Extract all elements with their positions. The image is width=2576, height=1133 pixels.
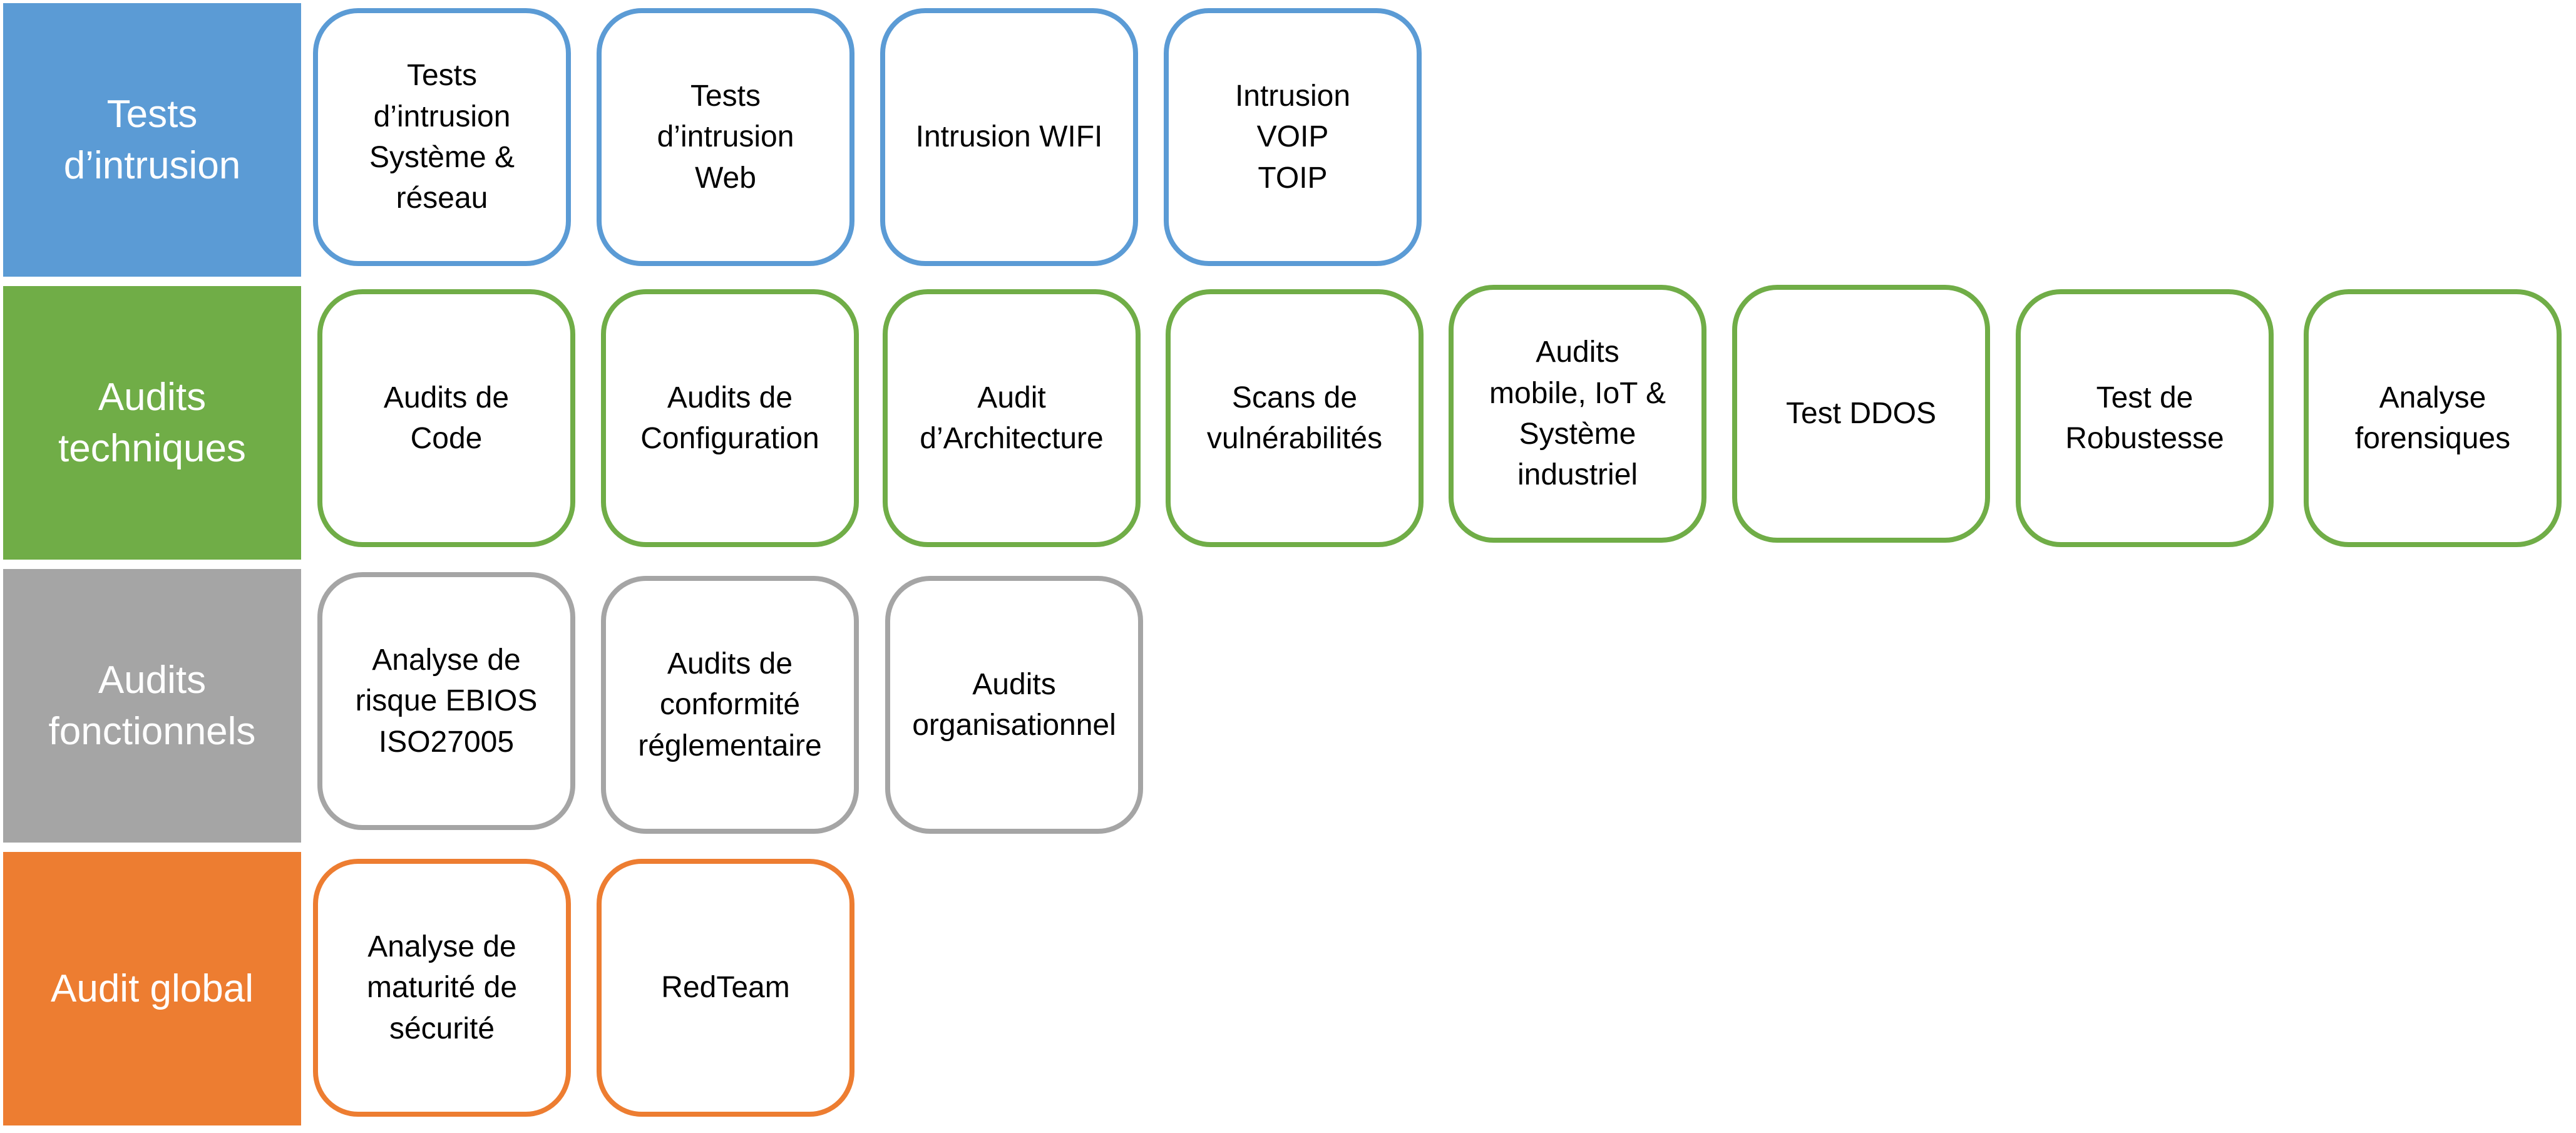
card-audits-organisationnel: Audits organisationnel	[885, 576, 1143, 834]
card-redteam: RedTeam	[597, 859, 854, 1117]
card-audits-de-configuration: Audits de Configuration	[601, 289, 859, 547]
card-test-ddos: Test DDOS	[1732, 285, 1990, 543]
card-intrusion-voip-toip: Intrusion VOIP TOIP	[1164, 8, 1422, 266]
card-analyse-forensiques: Analyse forensiques	[2304, 289, 2562, 547]
card-audits-conformite-reglementaire: Audits de conformité réglementaire	[601, 576, 859, 834]
card-audits-de-code: Audits de Code	[317, 289, 575, 547]
card-audit-architecture: Audit d’Architecture	[883, 289, 1141, 547]
card-tests-intrusion-web: Tests d’intrusion Web	[597, 8, 854, 266]
category-audits-fonctionnels: Audits fonctionnels	[3, 569, 301, 843]
card-audits-mobile-iot-systeme-industriel: Audits mobile, IoT & Système industriel	[1449, 285, 1706, 543]
card-intrusion-wifi: Intrusion WIFI	[880, 8, 1138, 266]
card-tests-intrusion-systeme-reseau: Tests d’intrusion Système & réseau	[313, 8, 571, 266]
category-audit-global: Audit global	[3, 852, 301, 1125]
category-tests-intrusion: Tests d’intrusion	[3, 3, 301, 277]
category-audits-techniques: Audits techniques	[3, 286, 301, 560]
card-scans-vulnerabilites: Scans de vulnérabilités	[1166, 289, 1424, 547]
card-analyse-risque-ebios: Analyse de risque EBIOS ISO27005	[317, 572, 575, 830]
card-analyse-maturite-securite: Analyse de maturité de sécurité	[313, 859, 571, 1117]
card-test-de-robustesse: Test de Robustesse	[2016, 289, 2274, 547]
